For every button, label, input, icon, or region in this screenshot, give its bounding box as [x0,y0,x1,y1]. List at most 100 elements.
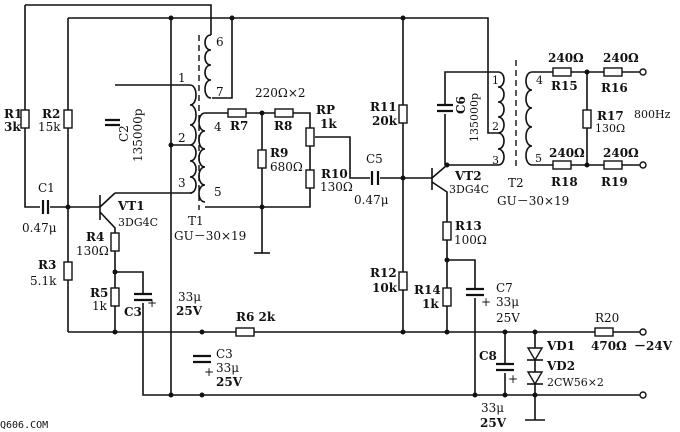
label-c3b-voltage: 25V [216,375,243,389]
label-r11: R11 [370,100,397,114]
resistor-r12 [398,271,408,291]
label-c7-voltage: 25V [496,311,520,325]
resistor-r20 [594,327,614,337]
resistor-r1 [20,109,30,129]
resistor-r11 [398,104,408,124]
resistor-r3 [63,261,73,281]
label-r1: R1 [4,107,22,121]
t1-pin-6: 6 [216,35,224,49]
label-c3a: C3 [124,305,142,319]
label-c5: C5 [366,152,383,166]
output-terminals [639,68,647,399]
resistor-r14 [442,287,452,307]
label-c8-value: 33μ [481,401,504,415]
label-r16: R16 [601,81,628,95]
label-c1: C1 [38,181,55,195]
label-r6: R6 2k [236,310,276,324]
resistors [20,67,623,337]
label-t2: T2 [508,176,524,190]
label-r14: R14 [414,283,441,297]
label-t1: T1 [188,214,204,228]
capacitor-c5 [370,171,380,185]
label-c5-value: 0.47μ [354,193,389,207]
label-vt2: VT2 [454,169,482,183]
resistor-r8 [274,108,294,118]
plus-c7: + [481,295,491,309]
label-r3: R3 [38,258,56,272]
resistor-r19 [603,160,623,170]
label-r18-value: 240Ω [549,146,585,160]
label-c6: C6 [454,96,468,114]
t1-pin-3: 3 [178,176,186,190]
resistor-r15 [552,67,572,77]
label-r9-value: 680Ω [270,160,303,174]
label-r13: R13 [455,219,482,233]
label-vt1: VT1 [117,199,145,213]
plus-c3b: + [204,365,214,379]
label-c6-value: 135000p [468,93,481,142]
label-c7-value: 33μ [496,295,519,309]
label-r7: R7 [230,119,248,133]
label-c3b-value: 33μ [216,361,239,375]
label-c3a-voltage: 25V [176,304,203,318]
resistor-r17 [582,109,592,129]
label-r17-value: 130Ω [595,122,625,135]
label-vd-type: 2CW56×2 [547,376,604,389]
t1-pin-1: 1 [178,71,186,85]
capacitor-c7 [466,287,484,297]
label-r15-value: 240Ω [548,51,584,65]
zener-diodes [526,347,544,386]
label-r19-value: 240Ω [603,146,639,160]
label-r20: R20 [595,311,619,325]
label-r5-value: 1k [92,299,108,313]
label-t2-core: GU－30×19 [497,194,569,208]
resistor-r2 [63,109,73,129]
capacitor-c1 [41,200,50,214]
label-c1-value: 0.47μ [22,221,57,235]
label-r10-value: 130Ω [320,180,353,194]
resistor-r7 [227,108,247,118]
label-supply-voltage: －24V [634,339,673,353]
t2-pin-1: 1 [492,74,499,87]
resistor-r13 [442,221,452,241]
capacitors [41,103,514,373]
label-rp-value: 1k [320,117,337,131]
label-r20-value: 470Ω [591,339,627,353]
label-c2: C2 [117,125,131,142]
capacitor-c2 [105,118,120,127]
label-c3a-value: 33μ [178,290,201,304]
label-r14-value: 1k [422,297,439,311]
label-c3b: C3 [216,347,233,361]
capacitor-c3a [134,292,152,302]
label-r2-value: 15k [38,120,61,134]
label-r1-value: 3k [4,120,21,134]
label-r4-value: 130Ω [76,244,109,258]
label-r4: R4 [86,230,104,244]
label-r2: R2 [42,107,60,121]
label-r8: R8 [274,119,292,133]
label-t1-core: GU－30×19 [174,229,246,243]
t2-pin-4: 4 [536,74,543,87]
potentiometer-rp [305,127,315,147]
label-c8-voltage: 25V [480,416,507,430]
label-vt2-type: 3DG4C [449,183,489,196]
resistor-r10 [305,169,315,189]
resistor-r5 [110,287,120,307]
label-r15: R15 [551,79,578,93]
resistor-r16 [603,67,623,77]
plus-c8: + [508,372,518,386]
resistor-r6 [235,327,255,337]
label-vd1: VD1 [546,339,575,353]
label-r16-value: 240Ω [603,51,639,65]
t1-pin-2: 2 [178,131,186,145]
label-r9: R9 [270,146,288,160]
label-c7: C7 [496,281,513,295]
junctions [65,15,590,398]
label-r7-r8-value: 220Ω×2 [255,86,306,100]
label-r12-value: 10k [372,281,398,295]
label-r18: R18 [551,175,578,189]
t2-pin-2: 2 [492,120,499,133]
resistor-r9 [257,149,267,169]
label-r3-value: 5.1k [30,274,57,288]
